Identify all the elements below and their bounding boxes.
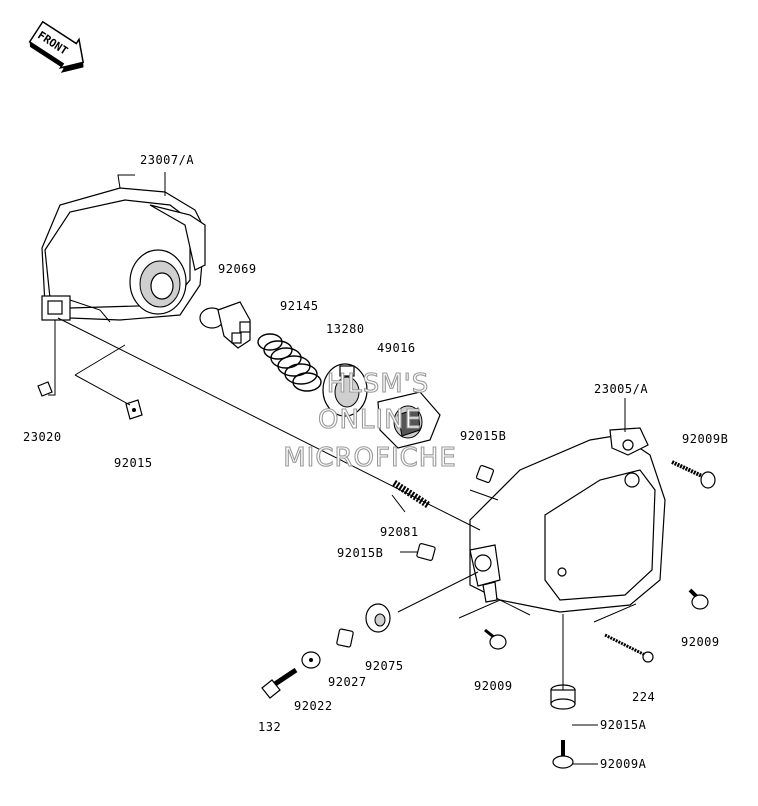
socket <box>377 391 441 449</box>
label-92069: 92069 <box>218 262 257 276</box>
label-224: 224 <box>632 690 655 704</box>
label-92015a: 92015A <box>600 718 647 732</box>
label-92009a: 92009A <box>600 757 647 771</box>
screw-92009-right <box>688 588 709 610</box>
label-92009b: 92009B <box>682 432 728 446</box>
nut-23020 <box>37 381 53 397</box>
label-92075: 92075 <box>365 659 404 673</box>
label-132: 132 <box>258 720 281 734</box>
screw-92009a <box>552 740 574 769</box>
label-92022: 92022 <box>294 699 333 713</box>
grommet-92075 <box>365 603 391 633</box>
front-arrow-badge: FRONT <box>28 20 85 73</box>
label-92015: 92015 <box>114 456 153 470</box>
screw-92009b <box>671 460 716 489</box>
bulb-adapter <box>322 363 368 417</box>
watermark-line-1: HLSM'S <box>327 369 430 399</box>
headlight-housing-left <box>41 174 206 323</box>
watermark-line-2: ONLINE <box>318 405 422 435</box>
bolt-132 <box>261 667 298 699</box>
leader-lines <box>48 172 637 765</box>
watermark: HLSM'S ONLINE MICROFICHE <box>283 368 457 473</box>
label-23020: 23020 <box>23 430 62 444</box>
washer-92022 <box>301 651 321 669</box>
collar-92015b-top <box>475 464 495 484</box>
part-labels: 23007/A 92069 92145 13280 49016 23005/A … <box>23 153 728 771</box>
clip-92015 <box>125 399 143 420</box>
collar-92015b-mid <box>416 543 436 561</box>
spring <box>257 333 322 392</box>
label-92081: 92081 <box>380 525 419 539</box>
label-92027: 92027 <box>328 675 367 689</box>
label-92009-right: 92009 <box>681 635 720 649</box>
screw-224 <box>604 633 654 663</box>
label-13280: 13280 <box>326 322 365 336</box>
label-92015b-top: 92015B <box>460 429 506 443</box>
label-92009-bottom: 92009 <box>474 679 513 693</box>
label-92015b-mid: 92015B <box>337 546 383 560</box>
headlight-housing-right <box>469 427 666 613</box>
label-49016: 49016 <box>377 341 416 355</box>
watermark-line-3: MICROFICHE <box>283 443 457 473</box>
screw-92009-bottom <box>484 628 507 650</box>
label-92145: 92145 <box>280 299 319 313</box>
collar-92027 <box>336 628 354 648</box>
label-23005a: 23005/A <box>594 382 648 396</box>
label-23007a: 23007/A <box>140 153 194 167</box>
bulb <box>199 301 251 349</box>
